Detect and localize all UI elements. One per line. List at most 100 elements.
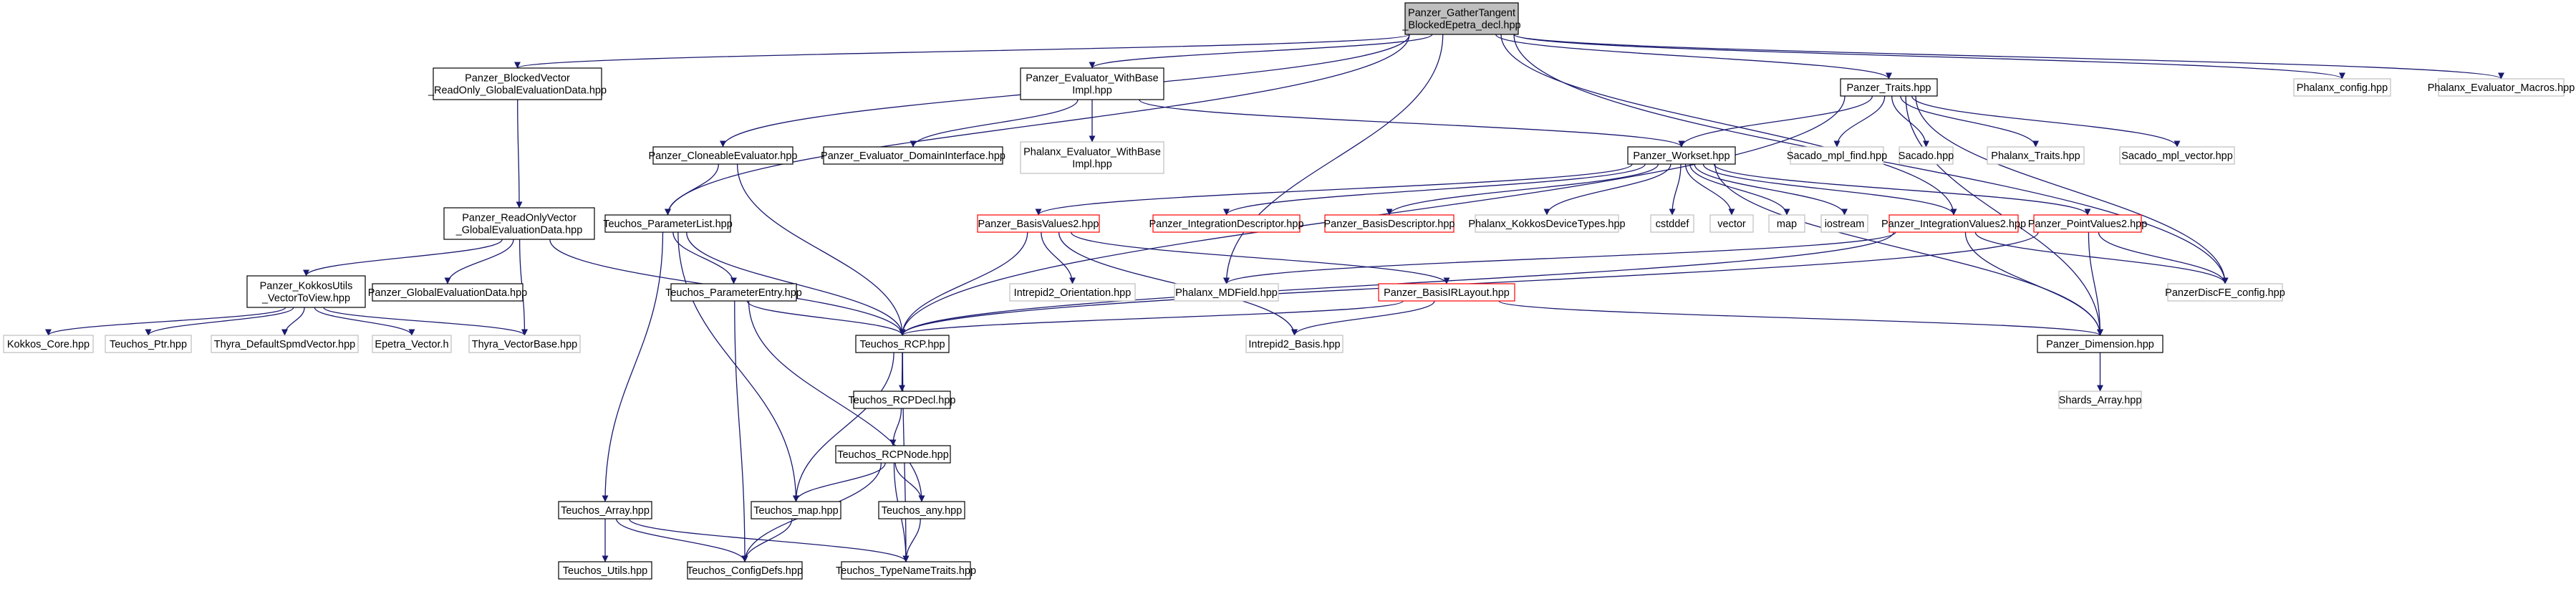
node-box	[2037, 335, 2163, 353]
edge-traits-to-discfe	[1915, 95, 2229, 284]
node-intrepid2-orientation-hpp: Intrepid2_Orientation.hpp	[1009, 283, 1136, 302]
node-phalanx-kokkosdevicetypes-hpp: Phalanx_KokkosDeviceTypes.hpp	[1468, 214, 1626, 233]
edge-bv2-to-orient	[1041, 231, 1076, 284]
node-box	[1987, 146, 2085, 165]
node-label: Epetra_Vector.h	[375, 339, 448, 350]
node-teuchos-typenametraits-hpp[interactable]: Teuchos_TypeNameTraits.hpp	[836, 561, 976, 580]
node-box	[977, 214, 1100, 233]
edge-birl-to-rcp	[899, 300, 1404, 336]
node-panzer-traits-hpp[interactable]: Panzer_Traits.hpp	[1840, 78, 1938, 97]
node-label: Sacado.hpp	[1899, 150, 1954, 162]
node-box	[1790, 146, 1884, 165]
node-label: Panzer_BasisValues2.hpp	[978, 219, 1099, 230]
node-box	[1888, 214, 2019, 233]
edge-workset-to-cstddef	[1669, 163, 1682, 216]
node-panzer-globalevaluationdata-hpp[interactable]: Panzer_GlobalEvaluationData.hpp	[368, 283, 527, 302]
node-label: Shards_Array.hpp	[2059, 395, 2142, 406]
edge-workset-to-intdesc	[1223, 163, 1646, 216]
edge-blkvec-to-rovec	[516, 99, 523, 209]
node-panzer-readonlyvector-globalevaluationdata-hpp[interactable]: Panzer_ReadOnlyVector_GlobalEvaluationDa…	[443, 207, 595, 240]
node-box	[558, 501, 652, 519]
node-sacado-mpl-vector-hpp: Sacado_mpl_vector.hpp	[2119, 146, 2235, 165]
node-panzer-dimension-hpp[interactable]: Panzer_Dimension.hpp	[2037, 335, 2163, 353]
node-box	[1020, 67, 1164, 100]
node-box	[1820, 214, 1868, 233]
node-box	[1245, 335, 1344, 353]
node-panzer-integrationvalues2-hpp: Panzer_IntegrationValues2.hpp	[1881, 214, 2026, 233]
node-box	[1899, 146, 1954, 165]
edge-traits-to-phtraits	[1900, 95, 2039, 148]
edge-clone-to-plist	[665, 163, 719, 216]
node-box	[878, 501, 965, 519]
edge-iv2-to-mdfield	[1223, 231, 1896, 284]
node-box	[1174, 283, 1279, 302]
node-label: Kokkos_Core.hpp	[7, 339, 90, 350]
edge-root-to-iv2	[1500, 34, 1957, 216]
node-epetra-vector-h: Epetra_Vector.h	[372, 335, 452, 353]
node-teuchos-parameterlist-hpp[interactable]: Teuchos_ParameterList.hpp	[603, 214, 733, 233]
node-panzer-kokkosutils-vectortoview-hpp[interactable]: Panzer_KokkosUtils_VectorToView.hpp	[246, 275, 366, 308]
node-panzer-pointvalues2-hpp: Panzer_PointValues2.hpp	[2028, 214, 2147, 233]
edge-tany-to-tnt	[902, 518, 921, 562]
edge-workset-to-iostream	[1694, 163, 1848, 216]
edge-rcpnode-to-tany	[894, 462, 925, 502]
node-box	[1650, 214, 1694, 233]
edge-workset-to-map	[1689, 163, 1790, 216]
edge-rcp-to-tmap	[793, 352, 894, 502]
node-panzer-blockedvector-readonly-globalevaluationdata-hpp[interactable]: Panzer_BlockedVector_ReadOnly_GlobalEval…	[428, 67, 607, 100]
edge-clone-to-rcp	[736, 163, 906, 336]
node-teuchos-utils-hpp[interactable]: Teuchos_Utils.hpp	[558, 561, 652, 580]
node-teuchos-rcpnode-hpp[interactable]: Teuchos_RCPNode.hpp	[835, 445, 951, 464]
node-box	[2119, 146, 2235, 165]
node-box	[558, 561, 652, 580]
node-label: Phalanx_Evaluator_WithBase	[1023, 147, 1161, 158]
node-teuchos-any-hpp[interactable]: Teuchos_any.hpp	[878, 501, 965, 519]
edge-tmap-to-cfgdefs	[741, 518, 793, 562]
node-teuchos-rcp-hpp[interactable]: Teuchos_RCP.hpp	[855, 335, 950, 353]
node-panzerdiscfe-config-hpp: PanzerDiscFE_config.hpp	[2165, 283, 2285, 302]
node-box	[835, 445, 951, 464]
node-box	[853, 391, 951, 409]
node-shards-array-hpp: Shards_Array.hpp	[2058, 391, 2142, 409]
node-label: Panzer_BasisIRLayout.hpp	[1384, 287, 1510, 299]
edge-pentry-to-rcp	[746, 300, 906, 336]
node-box	[1627, 146, 1736, 165]
edge-workset-to-kokkosdev	[1543, 163, 1671, 216]
edge-rovec-to-kutils	[303, 239, 503, 277]
node-box	[1152, 214, 1301, 233]
edge-workset-to-pv2	[1713, 163, 2091, 216]
edge-rcpdecl-to-rcpnode	[889, 408, 902, 446]
node-box	[1009, 283, 1136, 302]
edge-kutils-to-kcore	[45, 307, 286, 336]
node-label: Teuchos_map.hpp	[753, 505, 839, 517]
edge-traits-to-workset	[1678, 95, 1873, 148]
node-panzer-evaluator-domaininterface-hpp[interactable]: Panzer_Evaluator_DomainInterface.hpp	[821, 146, 1005, 165]
node-teuchos-map-hpp[interactable]: Teuchos_map.hpp	[751, 501, 841, 519]
node-teuchos-array-hpp[interactable]: Teuchos_Array.hpp	[558, 501, 652, 519]
node-panzer-cloneableevaluator-hpp[interactable]: Panzer_CloneableEvaluator.hpp	[649, 146, 798, 165]
node-box	[372, 283, 524, 302]
node-label: iostream	[1825, 219, 1865, 230]
node-box	[372, 335, 452, 353]
node-label: Panzer_Evaluator_WithBase	[1026, 73, 1158, 85]
node-label: Panzer_CloneableEvaluator.hpp	[649, 150, 798, 162]
node-panzer-gathertangent-blockedepetra-decl-hpp[interactable]: Panzer_GatherTangent_BlockedEpetra_decl.…	[1402, 2, 1521, 35]
node-teuchos-configdefs-hpp[interactable]: Teuchos_ConfigDefs.hpp	[687, 561, 803, 580]
node-label: Thyra_DefaultSpmdVector.hpp	[214, 339, 355, 350]
node-box	[841, 561, 971, 580]
node-box	[433, 67, 602, 100]
node-label: Phalanx_Traits.hpp	[1991, 150, 2080, 162]
edge-pentry-to-cfgdefs	[734, 300, 748, 562]
edge-bv2-to-birl	[1070, 231, 1450, 284]
node-teuchos-parameterentry-hpp[interactable]: Teuchos_ParameterEntry.hpp	[665, 283, 802, 302]
node-label: _GlobalEvaluationData.hpp	[455, 225, 583, 236]
node-teuchos-rcpdecl-hpp[interactable]: Teuchos_RCPDecl.hpp	[849, 391, 956, 409]
node-box	[3, 335, 94, 353]
node-panzer-workset-hpp[interactable]: Panzer_Workset.hpp	[1627, 146, 1736, 165]
edge-plist-to-tmap	[677, 231, 799, 502]
node-box	[2293, 78, 2391, 97]
node-label: Impl.hpp	[1072, 159, 1112, 171]
node-kokkos-core-hpp: Kokkos_Core.hpp	[3, 335, 94, 353]
